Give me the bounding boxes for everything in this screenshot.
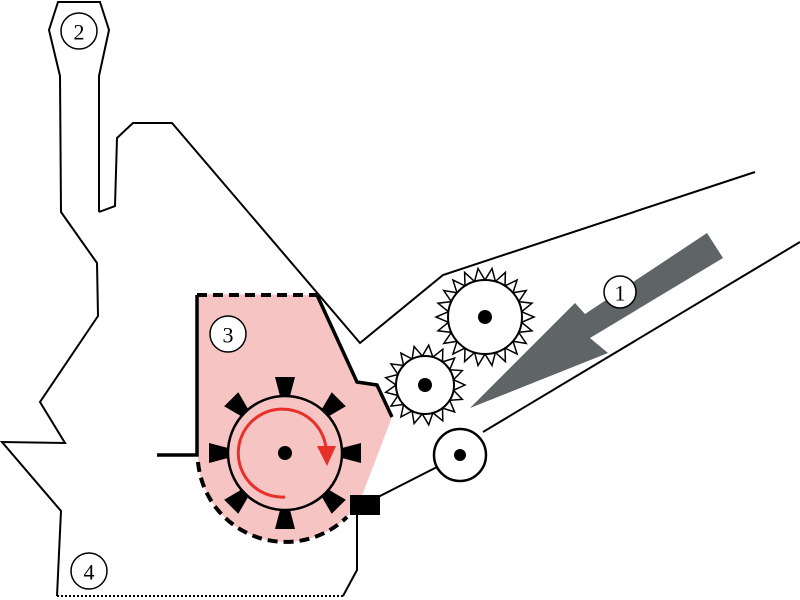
feed-rollers: [383, 266, 536, 427]
rotor-hammer: [275, 377, 295, 396]
label-1: 1: [603, 275, 637, 309]
rotation-arrowhead: [317, 446, 336, 466]
label-3-text: 3: [223, 323, 234, 348]
label-4: 4: [70, 552, 108, 590]
label-2-text: 2: [74, 20, 85, 45]
housing-top-outline: [98, 122, 756, 345]
label-2: 2: [60, 12, 98, 50]
chamber-right-wall: [315, 294, 394, 418]
rotor-hammer: [224, 392, 249, 417]
label-1-text: 1: [615, 281, 626, 306]
chamber-left-wall: [157, 295, 199, 457]
chute-lower-line: [482, 241, 800, 433]
rotor-hammer: [209, 443, 228, 463]
label-4-text: 4: [84, 560, 95, 585]
rotor: [209, 377, 361, 529]
rotor-axle: [278, 446, 292, 460]
rotor-hammer: [342, 443, 361, 463]
housing-bottom-right: [342, 515, 358, 597]
guide-roller-axle: [454, 449, 466, 461]
rotor-hammer: [275, 510, 295, 529]
feed-roller-large-axle: [478, 310, 492, 324]
feed-roller-small-axle: [418, 378, 432, 392]
screen-dashed-arc: [196, 461, 349, 544]
rotor-hammer: [321, 392, 346, 417]
counter-knife: [350, 495, 380, 515]
housing-outline: [0, 1, 111, 597]
feed-direction-arrow-icon: [470, 233, 723, 408]
label-3: 3: [209, 315, 247, 353]
chute-lower-line-2: [377, 466, 438, 498]
rotor-hammer: [321, 489, 346, 514]
rotor-hammer: [224, 489, 249, 514]
clockwise-arrow-icon: [236, 407, 328, 499]
